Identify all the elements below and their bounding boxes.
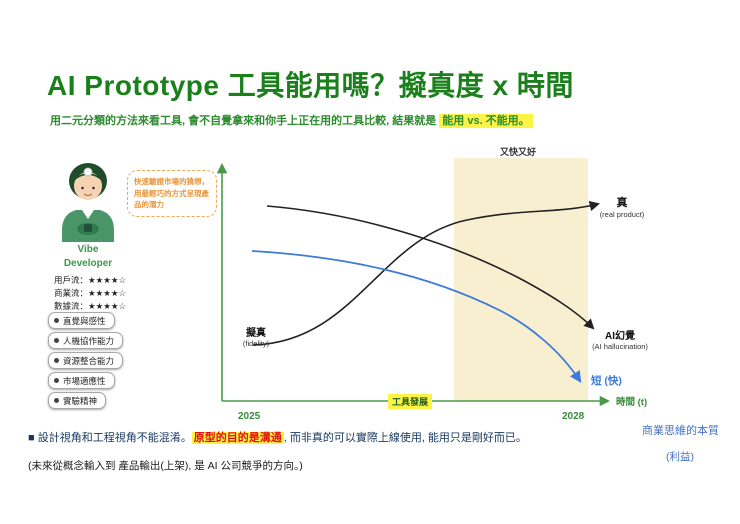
trait-label: 直覺與感性 [63, 315, 106, 326]
trait-item: 人機協作能力 [48, 332, 124, 349]
page-title: AI Prototype 工具能用嗎？擬真度 x 時間 [47, 70, 574, 101]
year-start-tick: 2025 [238, 411, 261, 422]
fidelity-time-chart [216, 158, 611, 407]
x-axis-time-label: 時間 (t) [616, 397, 648, 408]
bullet-dot-icon [54, 338, 59, 343]
trait-label: 市場適應性 [63, 375, 106, 386]
footer-line1-suffix: , 而非真的可以實際上線使用, 能用只是剛好而已。 [283, 432, 527, 444]
avatar-eye-right [92, 186, 95, 190]
bullet-dot-icon [54, 318, 59, 323]
avatar-eye-left [81, 186, 84, 190]
fidelity-subtitle: (fidelity) [242, 339, 270, 348]
bullet-dot-icon [54, 398, 59, 403]
avatar-head-mirror [83, 167, 93, 177]
bullet-dot-icon [54, 378, 59, 383]
real-product-subtitle: (real product) [599, 210, 645, 219]
trait-item: 實驗精神 [48, 392, 107, 409]
business-benefit-label: (利益) [666, 451, 694, 463]
trait-item: 資源整合能力 [48, 352, 124, 369]
subtitle: 用二元分類的方法來看工具, 會不自覺拿來和你手上正在用的工具比較, 結果就是 能… [50, 112, 533, 128]
sweet-spot-label: 又快又好 [500, 147, 537, 157]
fidelity-title: 擬真 [246, 328, 266, 339]
footer-line1: ■ 設計視角和工程視角不能混淆。原型的目的是溝通, 而非真的可以實際上線使用, … [28, 429, 527, 445]
hallucination-subtitle: (AI hallucination) [592, 342, 648, 351]
speed-curve [251, 250, 582, 383]
bullet-dot-icon [54, 358, 59, 363]
avatar-hair-front [71, 173, 105, 184]
trait-label: 資源整合能力 [63, 355, 115, 366]
trait-list: 直覺與感性 人機協作能力 資源整合能力 市場適應性 實驗精神 [48, 312, 124, 409]
footer-line1-prefix: ■ 設計視角和工程視角不能混淆。 [28, 432, 192, 444]
rating-row: 商業流：★★★★☆ [54, 287, 127, 298]
x-axis-tool-label: 工具發展 [388, 394, 433, 409]
avatar-face [74, 172, 102, 200]
subtitle-highlight: 能用 vs. 不能用。 [439, 114, 533, 128]
footer-line2: (未來從概念輸入到 產品輸出(上架), 是 AI 公司競爭的方向。) [28, 460, 303, 472]
hallucination-title: AI幻覺 [605, 331, 635, 342]
persona-ratings: 用戶流：★★★★☆ 商業流：★★★★☆ 數據流：★★★★☆ [54, 274, 126, 312]
hallucination-label: AI幻覺 (AI hallucination) [576, 327, 664, 351]
speed-label: 短 (快) [591, 375, 622, 387]
trait-label: 實驗精神 [63, 395, 98, 406]
footer-line1-highlight: 原型的目的是溝通 [191, 432, 284, 444]
avatar-device [84, 224, 92, 232]
persona-name: Vibe Developer [63, 244, 113, 269]
rating-row: 數據流：★★★★☆ [54, 300, 127, 311]
fidelity-curve [252, 200, 601, 346]
real-product-title: 真 [616, 197, 628, 209]
avatar-smile [83, 193, 93, 197]
fidelity-label: 擬真 (fidelity) [230, 324, 282, 348]
trait-item: 直覺與感性 [48, 312, 115, 329]
real-product-label: 真 (real product) [590, 194, 654, 219]
vibe-developer-avatar [62, 163, 114, 242]
trait-item: 市場適應性 [48, 372, 115, 389]
business-essence-label: 商業思維的本質 [642, 425, 719, 437]
trait-label: 人機協作能力 [63, 335, 115, 346]
avatar-collar [82, 210, 94, 219]
hallucination-curve [266, 205, 595, 330]
speech-bubble: 快速驗證市場的猜想，用最輕巧的方式呈現產品的潛力 [127, 170, 217, 217]
rating-row: 用戶流：★★★★☆ [54, 275, 127, 285]
year-end-tick: 2028 [562, 411, 585, 422]
subtitle-text: 用二元分類的方法來看工具, 會不自覺拿來和你手上正在用的工具比較, 結果就是 [50, 115, 440, 127]
